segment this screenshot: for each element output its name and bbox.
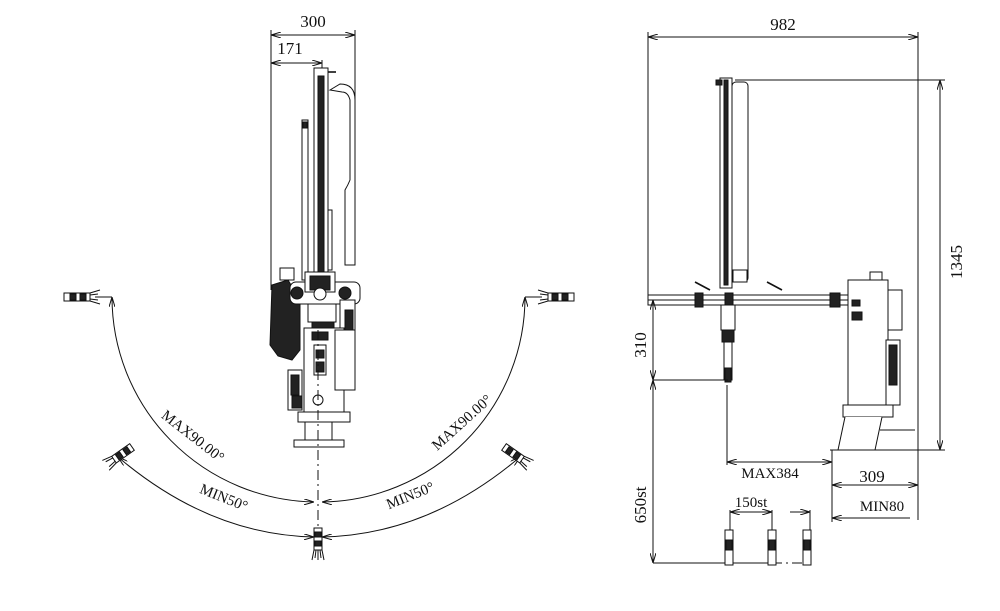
dim-min-offset: MIN80: [860, 499, 904, 515]
dim-vertical-stroke: 650st: [631, 486, 650, 523]
arc-min-right: [322, 457, 520, 537]
gripper-right: [537, 289, 575, 305]
dim-overall-width: 300: [300, 12, 326, 31]
gripper-diag-right: [500, 441, 535, 471]
dim-sub-stroke: 150st: [735, 495, 768, 511]
dim-max-reach: MAX384: [741, 466, 799, 482]
gripper-left: [63, 289, 101, 305]
horizontal-beam: [647, 281, 849, 308]
label-min-left: MIN50°: [197, 481, 250, 515]
dim-overall-height: 1345: [947, 245, 966, 279]
dim-base-offset: 309: [859, 467, 885, 486]
base-body-side: [837, 271, 915, 451]
dim-upper-offset: 310: [631, 332, 650, 358]
vertical-arm-side: [715, 77, 749, 289]
label-min-right: MIN50°: [384, 479, 437, 513]
front-view: 300 171: [63, 12, 575, 561]
arc-min-left: [118, 457, 314, 537]
gripper-diag-left: [101, 441, 136, 471]
dim-column-offset: 171: [277, 39, 303, 58]
gripper-arm-side: [720, 304, 736, 383]
side-view: 982 1345: [631, 15, 966, 566]
vertical-arm-front: [301, 67, 356, 291]
gripper-positions: [724, 529, 812, 566]
label-max-left: MAX90.00°: [158, 408, 227, 467]
dim-overall-length: 982: [770, 15, 796, 34]
